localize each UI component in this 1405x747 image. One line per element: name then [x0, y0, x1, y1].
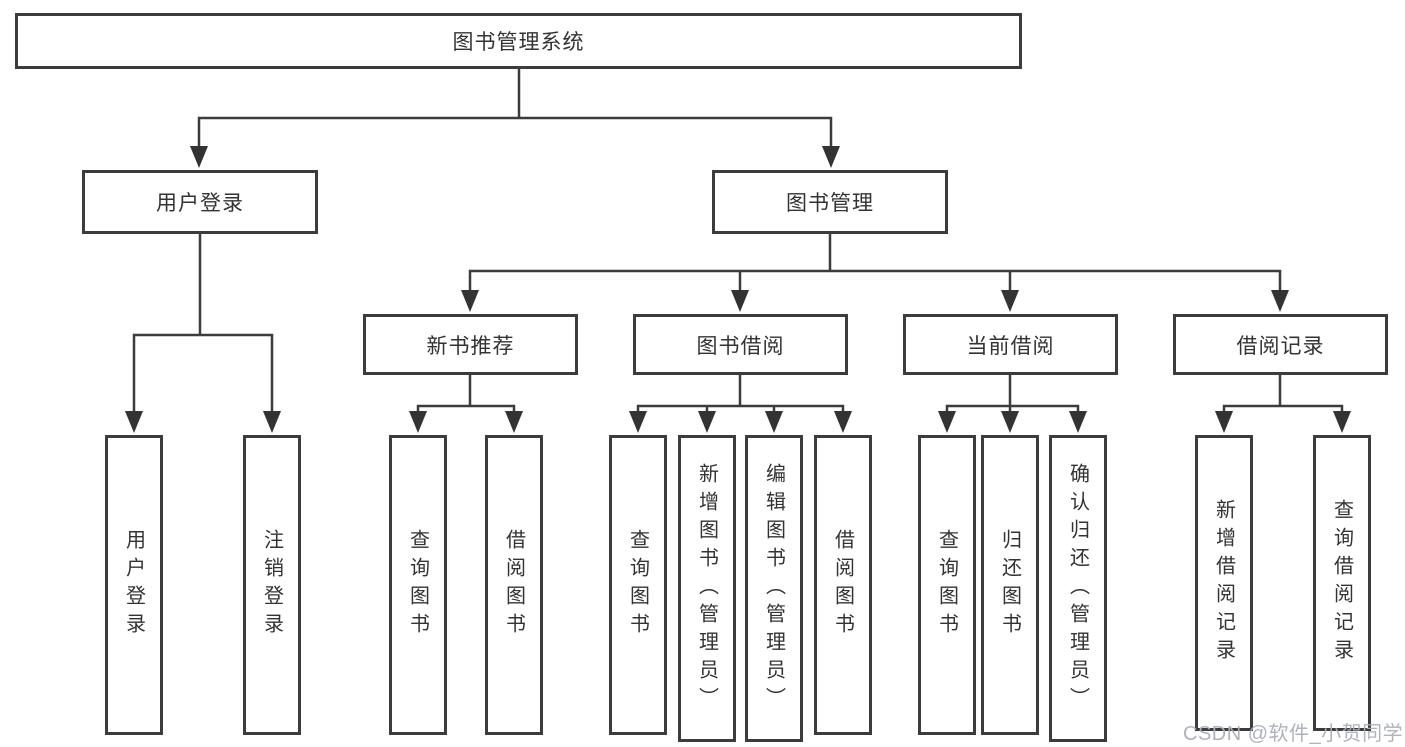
leaf-newbook-query-books: 查询图书 [389, 435, 447, 735]
leaf-current-query-books: 查询图书 [918, 435, 976, 735]
leaf-edit-books-admin: 编辑图书（管理员） [745, 435, 803, 742]
leaf-return-books: 归还图书 [981, 435, 1039, 735]
leaf-user-login: 用户登录 [105, 435, 163, 735]
leaf-add-books-admin: 新增图书（管理员） [678, 435, 736, 742]
leaf-confirm-return-admin: 确认归还（管理员） [1049, 435, 1107, 742]
leaf-borrow-query-books: 查询图书 [609, 435, 667, 735]
connector-lines [132, 68, 1344, 412]
node-book-management: 图书管理 [712, 170, 948, 234]
node-book-borrowing: 图书借阅 [633, 314, 848, 375]
leaf-logout: 注销登录 [243, 435, 301, 735]
leaf-add-borrow-record: 新增借阅记录 [1195, 435, 1253, 731]
node-borrowing-records: 借阅记录 [1173, 314, 1388, 375]
leaf-newbook-borrow-books: 借阅图书 [485, 435, 543, 735]
node-root-library-management-system: 图书管理系统 [15, 13, 1022, 69]
node-new-book-recommendation: 新书推荐 [363, 314, 578, 375]
csdn-watermark: CSDN @软件_小贺同学 [1183, 723, 1404, 745]
node-current-borrowing: 当前借阅 [903, 314, 1118, 375]
leaf-borrow-books: 借阅图书 [814, 435, 872, 735]
node-user-login: 用户登录 [82, 170, 318, 234]
leaf-query-borrow-record: 查询借阅记录 [1313, 435, 1371, 731]
